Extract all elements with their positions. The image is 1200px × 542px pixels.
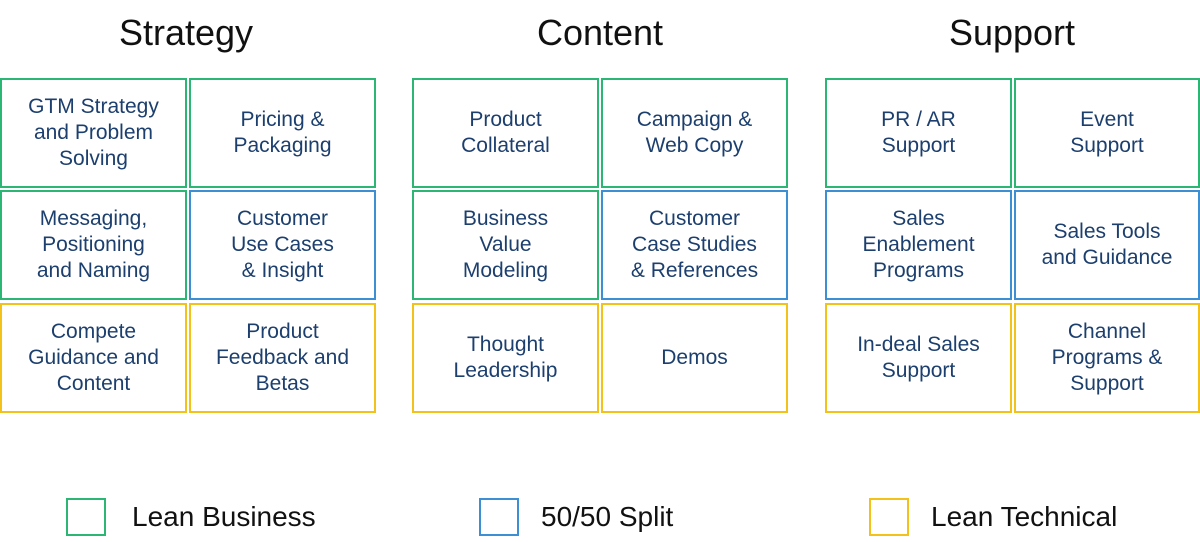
- legend-lean-technical: Lean Technical: [869, 496, 1117, 538]
- cell-label: Campaign & Web Copy: [636, 108, 753, 157]
- cell-label: Thought Leadership: [453, 333, 558, 382]
- cell-label: In-deal Sales Support: [857, 333, 980, 382]
- legend-label: Lean Business: [132, 501, 316, 532]
- cell-product-collateral: Product Collateral: [412, 78, 599, 188]
- cell-label: Product Feedback and Betas: [215, 320, 350, 395]
- cell-label: Compete Guidance and Content: [28, 320, 159, 395]
- cell-pricing-packaging: Pricing & Packaging: [189, 78, 376, 188]
- cell-label: Business Value Modeling: [462, 207, 549, 282]
- cell-label: Messaging, Positioning and Naming: [36, 207, 151, 282]
- cell-in-deal-sales-support: In-deal Sales Support: [825, 303, 1012, 413]
- cell-label: Customer Use Cases & Insight: [231, 207, 334, 282]
- cell-messaging-positioning: Messaging, Positioning and Naming: [0, 190, 187, 300]
- cell-product-feedback: Product Feedback and Betas: [189, 303, 376, 413]
- cell-demos: Demos: [601, 303, 788, 413]
- legend-label: 50/50 Split: [541, 501, 674, 532]
- cell-label: Pricing & Packaging: [233, 108, 332, 157]
- cell-label: Channel Programs & Support: [1051, 320, 1163, 395]
- cell-label: Sales Enablement Programs: [862, 207, 975, 282]
- cell-campaign-web-copy: Campaign & Web Copy: [601, 78, 788, 188]
- cell-label: Demos: [661, 346, 728, 369]
- cell-label: GTM Strategy and Problem Solving: [28, 95, 159, 170]
- legend-swatch-lean-business: [66, 498, 106, 536]
- legend-swatch-lean-technical: [869, 498, 909, 536]
- legend-swatch-split: [479, 498, 519, 536]
- cell-customer-use-cases: Customer Use Cases & Insight: [189, 190, 376, 300]
- cell-label: Customer Case Studies & References: [630, 207, 759, 282]
- column-title-content: Content: [536, 12, 664, 53]
- cell-label: Product Collateral: [461, 108, 550, 157]
- cell-customer-case-studies: Customer Case Studies & References: [601, 190, 788, 300]
- cell-thought-leadership: Thought Leadership: [412, 303, 599, 413]
- cell-event-support: Event Support: [1014, 78, 1200, 188]
- cell-label: PR / AR Support: [881, 108, 956, 157]
- cell-label: Event Support: [1070, 108, 1144, 157]
- cell-business-value-modeling: Business Value Modeling: [412, 190, 599, 300]
- column-title-strategy: Strategy: [118, 12, 254, 53]
- cell-gtm-strategy: GTM Strategy and Problem Solving: [0, 78, 187, 188]
- cell-sales-tools: Sales Tools and Guidance: [1014, 190, 1200, 300]
- legend-label: Lean Technical: [931, 501, 1118, 532]
- legend-lean-business: Lean Business: [66, 496, 316, 538]
- cell-compete-guidance: Compete Guidance and Content: [0, 303, 187, 413]
- legend-split: 50/50 Split: [479, 496, 673, 538]
- cell-sales-enablement: Sales Enablement Programs: [825, 190, 1012, 300]
- cell-channel-programs: Channel Programs & Support: [1014, 303, 1200, 413]
- column-title-support: Support: [948, 12, 1076, 53]
- cell-pr-ar-support: PR / AR Support: [825, 78, 1012, 188]
- cell-label: Sales Tools and Guidance: [1041, 220, 1173, 269]
